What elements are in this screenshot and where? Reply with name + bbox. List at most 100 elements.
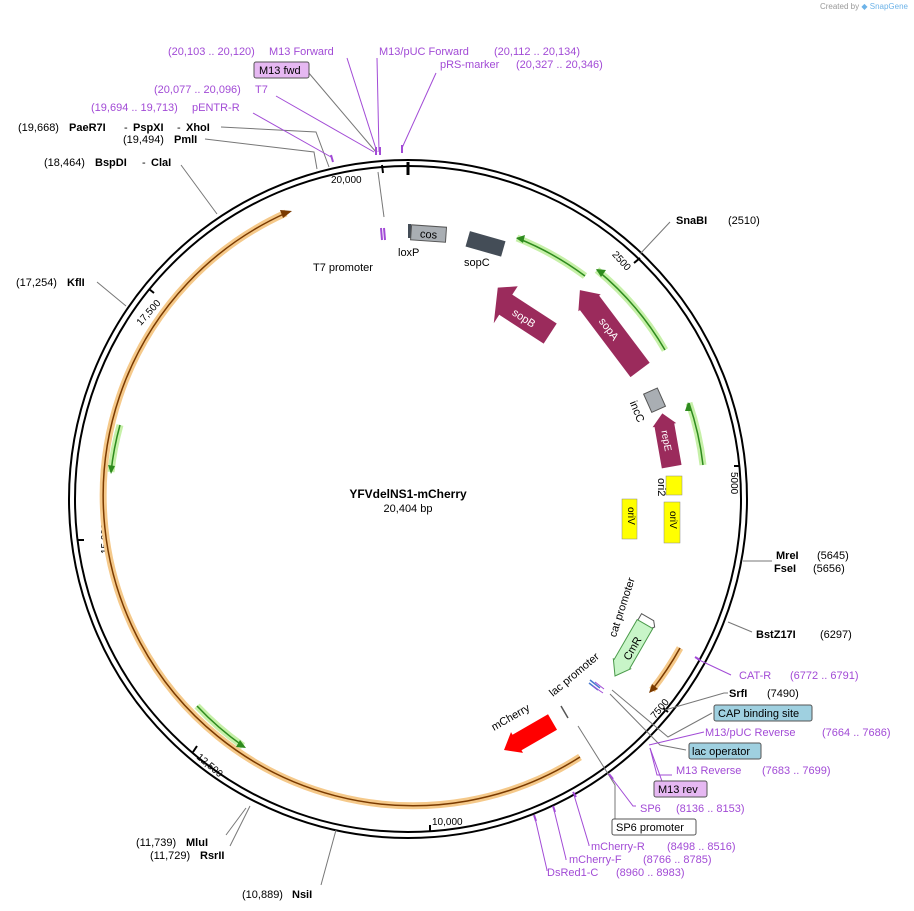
m13-fwd-box-label: M13 fwd [259, 65, 301, 77]
m13-rev-box [653, 780, 708, 798]
leader-paer7i [220, 126, 330, 168]
tick-mark-20000 [381, 164, 384, 174]
orf-green-3-arrowhead [685, 402, 692, 411]
repe-feature: repE [652, 413, 682, 469]
primer-mcherryf-range: (8766 .. 8785) [643, 854, 712, 866]
primer-line-mcherryr [573, 794, 590, 846]
sopb-feature: sopB [493, 286, 557, 344]
primer-mark-mcherryr [572, 791, 577, 798]
backbone-outer [68, 159, 748, 839]
site-mlui-pos: (11,739) [136, 837, 176, 849]
m13-fwd-box [253, 61, 310, 79]
oriv-1-box [621, 498, 638, 540]
leader-srfi [664, 692, 728, 711]
primer-dsred-range: (8960 .. 8983) [616, 867, 685, 879]
primer-m13rev-range: (7683 .. 7699) [762, 765, 831, 777]
features-layer: T7 promoter loxP cos sopC sopB s [313, 224, 683, 753]
site-paer7i-sep: - [124, 122, 128, 134]
orf-green-4-arrowhead [108, 465, 115, 474]
mcherry-tick-1 [560, 705, 569, 719]
cap-binding-label: CAP binding site [718, 708, 799, 720]
primer-catr-label: CAT-R [739, 670, 771, 682]
orf-green-3 [688, 402, 704, 466]
primer-m13fwd-range: (20,103 .. 20,120) [168, 46, 255, 58]
sopb-arrow [493, 286, 557, 344]
tick-mark-17500 [148, 288, 155, 294]
primer-m13puc-fwd-range: (20,112 .. 20,134) [494, 46, 580, 58]
primer-m13fwd-label: M13 Forward [269, 46, 334, 58]
primer-line-catr [696, 658, 732, 676]
orf-green-3-glow [685, 401, 707, 466]
incc-feature [642, 387, 667, 414]
primer-line-pentr [252, 112, 332, 158]
primer-m13rev-label: M13 Reverse [676, 765, 741, 777]
site-snabi-pos: (2510) [728, 215, 760, 227]
primer-line-m13rev-box [649, 747, 664, 785]
incc-label: incC [627, 399, 646, 424]
primer-sp6-range: (8136 .. 8153) [676, 803, 745, 815]
site-clai: ClaI [151, 157, 171, 169]
site-rsrii: RsrII [200, 850, 224, 862]
plasmid-name: YFVdelNS1-mCherry [349, 487, 467, 501]
site-paer7i-pos: (19,668) [18, 122, 59, 134]
lac-promoter-label: lac promoter [547, 651, 602, 700]
orf-orange-small-arrowhead [649, 684, 658, 693]
orf-orange-small [649, 646, 684, 693]
site-rsrii-pos: (11,729) [150, 850, 190, 862]
lac-mark-4 [594, 681, 605, 690]
orf-orange-large [99, 209, 582, 810]
leader-snabi [639, 221, 671, 255]
sp6-promoter-label: SP6 promoter [616, 822, 684, 834]
site-bspdi-pos: (18,464) [44, 157, 85, 169]
t7-promoter-mark-2 [383, 227, 386, 241]
primer-mark-catr [694, 656, 701, 661]
primer-pentr-label: pENTR-R [192, 102, 240, 114]
site-snabi: SnaBI [676, 215, 707, 227]
primer-mark-top-4 [330, 154, 334, 163]
ori2-box [665, 475, 683, 496]
leader-mlui [225, 807, 247, 836]
site-mrei: MreI [776, 550, 799, 562]
tick-label-20000: 20,000 [331, 175, 362, 186]
orf-green-2 [596, 269, 666, 351]
site-kfli-pos: (17,254) [16, 277, 57, 289]
lac-promoter-marks [588, 679, 605, 694]
primer-mcherryr-range: (8498 .. 8516) [667, 841, 736, 853]
site-pmli: PmlI [174, 134, 197, 146]
site-paer7i: PaeR7I [69, 122, 106, 134]
oriv-2-box [663, 501, 681, 544]
orf-green-group [107, 234, 707, 749]
incc-box [642, 387, 667, 414]
site-nsii-pos: (10,889) [242, 889, 283, 901]
primer-mark-mcherryf [552, 805, 556, 813]
snapgene-credit: Created by ◆ SnapGene [820, 2, 908, 11]
ori2-label: ori2 [655, 478, 667, 496]
site-mlui: MluI [186, 837, 208, 849]
tick-label-2500: 2500 [609, 249, 632, 273]
primer-prs-range: (20,327 .. 20,346) [516, 59, 603, 71]
orf-orange-large-line [102, 212, 581, 807]
primer-line-prs [401, 72, 437, 149]
site-nsii: NsiI [292, 889, 312, 901]
leader-lacop [609, 693, 687, 751]
loxp-feature [408, 224, 411, 238]
leader-bspdi [180, 164, 218, 215]
oriv-2-label: oriV [667, 511, 678, 529]
primer-mcherryf-label: mCherry-F [569, 854, 622, 866]
primer-m13puc-rev-range: (7664 .. 7686) [822, 727, 891, 739]
plasmid-size: 20,404 bp [384, 503, 433, 515]
mcherry-feature [504, 714, 558, 753]
orf-green-1-glow [515, 234, 588, 279]
sp6-promoter-box [611, 818, 697, 836]
sopc-box [465, 231, 506, 257]
site-fsei: FseI [774, 563, 796, 575]
primer-line-m13fwd [346, 57, 378, 153]
site-bstz17i-pos: (6297) [820, 629, 852, 641]
leader-rsrii [229, 805, 251, 847]
primer-mcherryr-label: mCherry-R [591, 841, 645, 853]
cmr-arrow [612, 618, 654, 677]
primer-line-m13rev [649, 747, 672, 776]
primer-t7-label: T7 [255, 84, 268, 96]
leader-lines [96, 71, 772, 886]
